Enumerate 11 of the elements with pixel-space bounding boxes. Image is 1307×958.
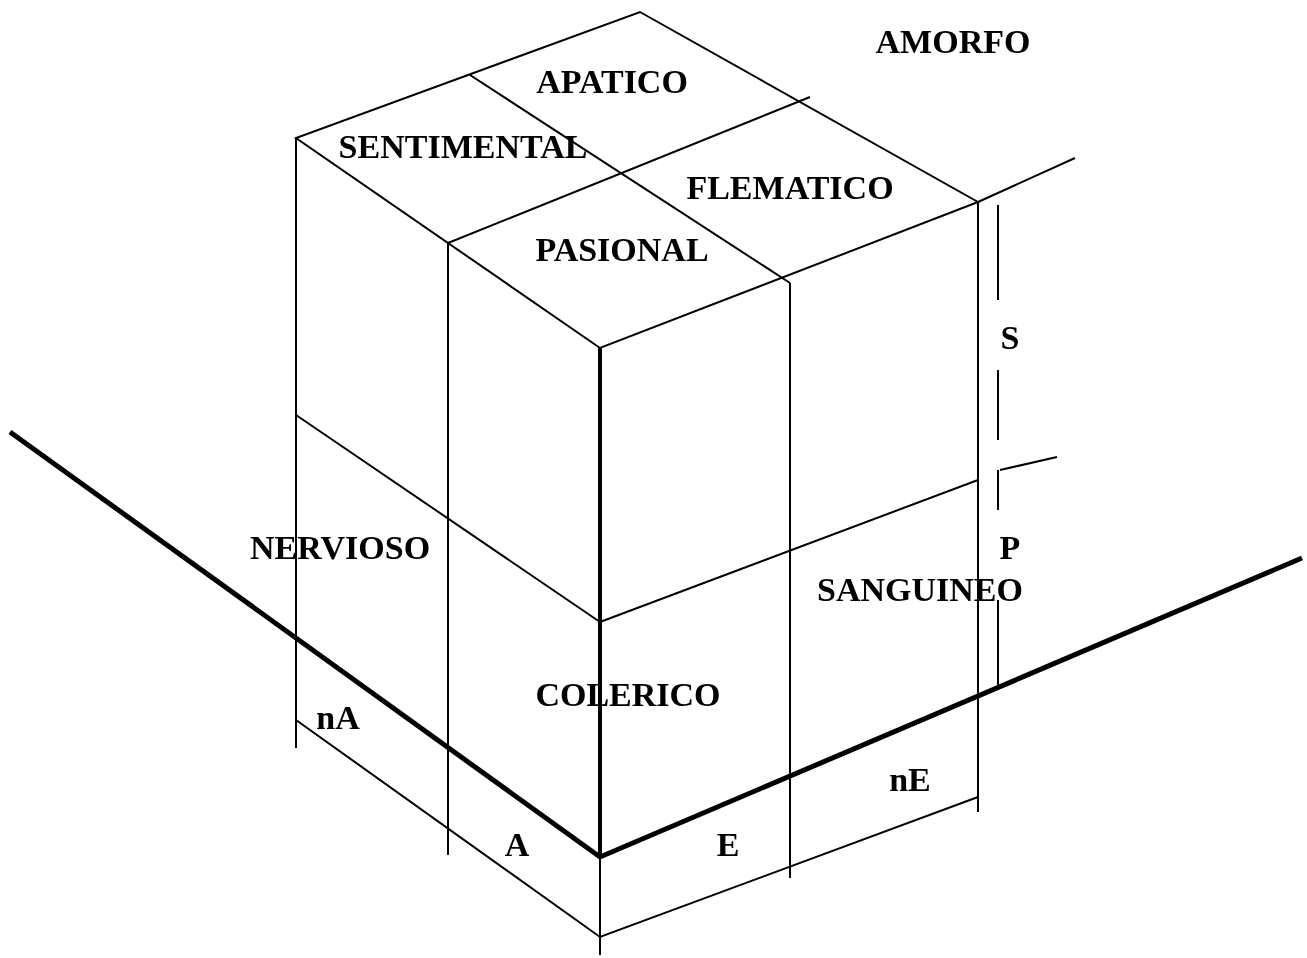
axis-label: nE — [889, 763, 931, 797]
region-label: FLEMATICO — [686, 171, 894, 205]
axis-label: S — [1000, 321, 1020, 355]
axis-label: nA — [316, 701, 360, 735]
region-label: SENTIMENTAL — [338, 130, 588, 164]
axis-label: P — [999, 531, 1021, 565]
region-label: AMORFO — [875, 25, 1031, 59]
region-label: APATICO — [536, 65, 688, 99]
region-label: PASIONAL — [535, 233, 709, 267]
axis-label: E — [716, 828, 740, 862]
axis-label: A — [504, 828, 530, 862]
